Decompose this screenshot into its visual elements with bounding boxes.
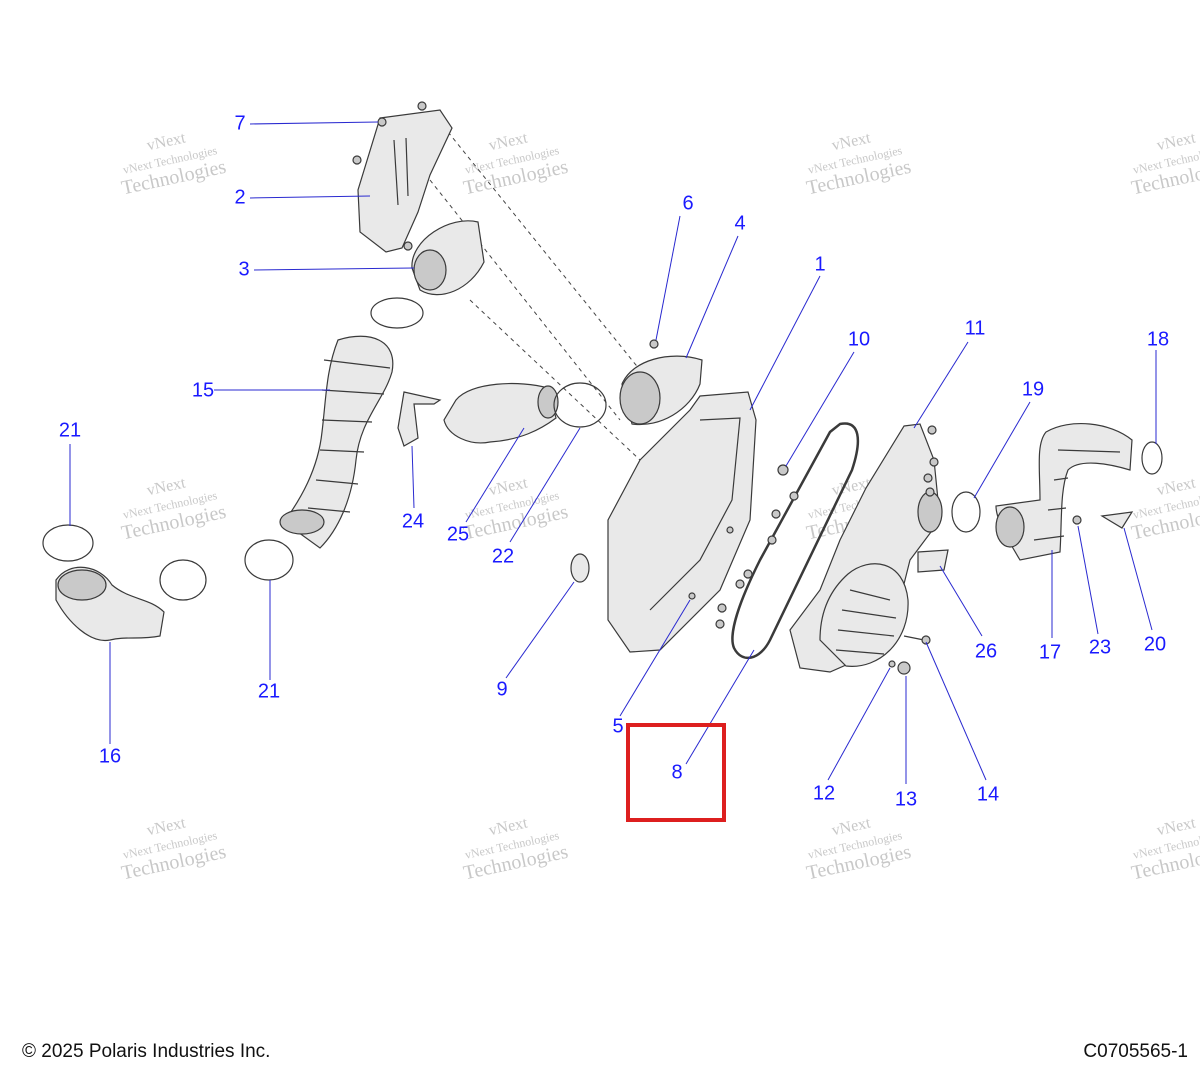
callout-1[interactable]: 1	[814, 253, 825, 275]
callout-9[interactable]: 9	[496, 678, 507, 700]
part-clamp	[159, 559, 207, 601]
part-inlet-duct	[443, 382, 557, 444]
part-inner-cover	[607, 391, 757, 653]
part-clamp	[951, 491, 981, 533]
callouts: 1 2 3 4 5 6 7 8 9 10 11 12 13 14 15 16 1…	[59, 112, 1169, 810]
part-screw	[888, 660, 896, 668]
part-gasket	[731, 422, 860, 660]
parts	[42, 101, 1163, 675]
callout-11[interactable]: 11	[965, 317, 986, 339]
callout-20[interactable]: 20	[1144, 633, 1166, 655]
callout-21-top[interactable]: 21	[59, 419, 81, 441]
part-screw	[377, 117, 387, 127]
part-screw	[1072, 515, 1082, 525]
callout-3[interactable]: 3	[238, 258, 249, 280]
callout-4[interactable]: 4	[734, 212, 745, 234]
copyright-text: © 2025 Polaris Industries Inc.	[22, 1041, 271, 1062]
part-clamp	[1141, 441, 1163, 475]
part-outlet-hose	[995, 422, 1133, 561]
part-fan-housing	[819, 563, 909, 667]
part-clamp	[244, 539, 294, 581]
callout-23[interactable]: 23	[1089, 636, 1111, 658]
callout-21-bottom[interactable]: 21	[258, 680, 280, 702]
part-bolt	[903, 635, 925, 641]
part-heat-shield	[357, 109, 453, 253]
part-screw	[927, 425, 937, 435]
part-duct-hose	[283, 335, 394, 549]
watermark-group: vNext vNext Technologies Technologies vN…	[119, 129, 1200, 884]
part-clamp	[370, 297, 424, 329]
callout-14[interactable]: 14	[977, 783, 999, 805]
callout-25[interactable]: 25	[447, 523, 469, 545]
part-nut	[897, 661, 911, 675]
part-seal	[570, 553, 590, 583]
part-label-plate	[917, 549, 949, 573]
callout-17[interactable]: 17	[1039, 641, 1061, 663]
callout-7[interactable]: 7	[234, 112, 245, 134]
callout-19[interactable]: 19	[1022, 378, 1044, 400]
callout-22[interactable]: 22	[492, 545, 514, 567]
part-screw	[688, 592, 696, 600]
callout-2[interactable]: 2	[234, 186, 245, 208]
part-screw	[777, 464, 789, 476]
callout-13[interactable]: 13	[895, 788, 917, 810]
callout-5[interactable]: 5	[612, 715, 623, 737]
callout-8[interactable]: 8	[671, 761, 682, 783]
diagram-code: C0705565-1	[1083, 1041, 1188, 1062]
callout-24[interactable]: 24	[402, 510, 424, 532]
callout-18[interactable]: 18	[1147, 328, 1169, 350]
callout-15[interactable]: 15	[192, 379, 214, 401]
callout-10[interactable]: 10	[848, 328, 870, 350]
part-bracket	[397, 391, 442, 447]
highlight-box	[626, 723, 726, 822]
callout-6[interactable]: 6	[682, 192, 693, 214]
part-strap	[1100, 511, 1134, 529]
part-clamp	[42, 524, 94, 562]
callout-16[interactable]: 16	[99, 745, 121, 767]
callout-26[interactable]: 26	[975, 640, 997, 662]
callout-12[interactable]: 12	[813, 782, 835, 804]
alignment-lines	[429, 131, 641, 461]
part-screw	[649, 339, 659, 349]
part-clamp	[553, 382, 607, 428]
leader-lines	[69, 121, 1157, 784]
